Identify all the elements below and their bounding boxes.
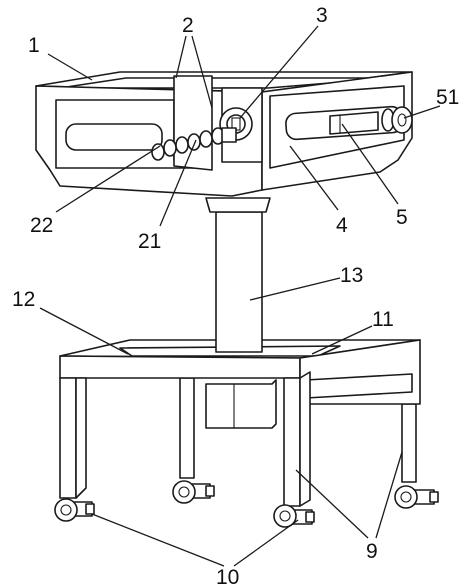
base-frame — [59, 339, 421, 507]
label-22: 22 — [30, 214, 53, 237]
motor-box — [205, 379, 277, 429]
knob — [381, 106, 413, 134]
label-11: 11 — [372, 308, 394, 331]
screw-rod — [151, 127, 237, 161]
label-9: 9 — [366, 540, 378, 563]
table-front-apron — [59, 355, 301, 379]
leg-back-left — [179, 377, 195, 479]
label-12: 12 — [12, 288, 35, 311]
center-plate — [173, 75, 213, 171]
label-21: 21 — [138, 230, 161, 253]
wheel-back-left — [172, 480, 215, 504]
column-collar — [205, 197, 271, 213]
support-column — [205, 197, 271, 353]
leader-lines — [39, 25, 441, 567]
wheel-back-right — [394, 485, 439, 509]
label-51: 51 — [436, 86, 459, 109]
label-10: 10 — [216, 566, 239, 588]
upper-box — [35, 71, 413, 197]
label-4: 4 — [336, 214, 348, 237]
wheel-front-right — [273, 504, 315, 528]
label-13: 13 — [340, 264, 363, 287]
slider-block — [329, 111, 379, 135]
label-2: 2 — [182, 14, 194, 37]
column-body — [215, 211, 263, 353]
leg-back-right — [401, 403, 417, 483]
leg-front-right — [283, 377, 301, 507]
label-1: 1 — [28, 34, 40, 57]
leg-front-left — [59, 377, 77, 499]
front-slot — [65, 123, 163, 151]
callout-labels: 1 2 3 51 22 21 4 5 13 12 11 9 10 — [12, 4, 459, 588]
wheel-front-left — [54, 498, 95, 522]
label-5: 5 — [396, 206, 408, 229]
label-3: 3 — [316, 4, 328, 27]
wheels — [54, 480, 439, 528]
